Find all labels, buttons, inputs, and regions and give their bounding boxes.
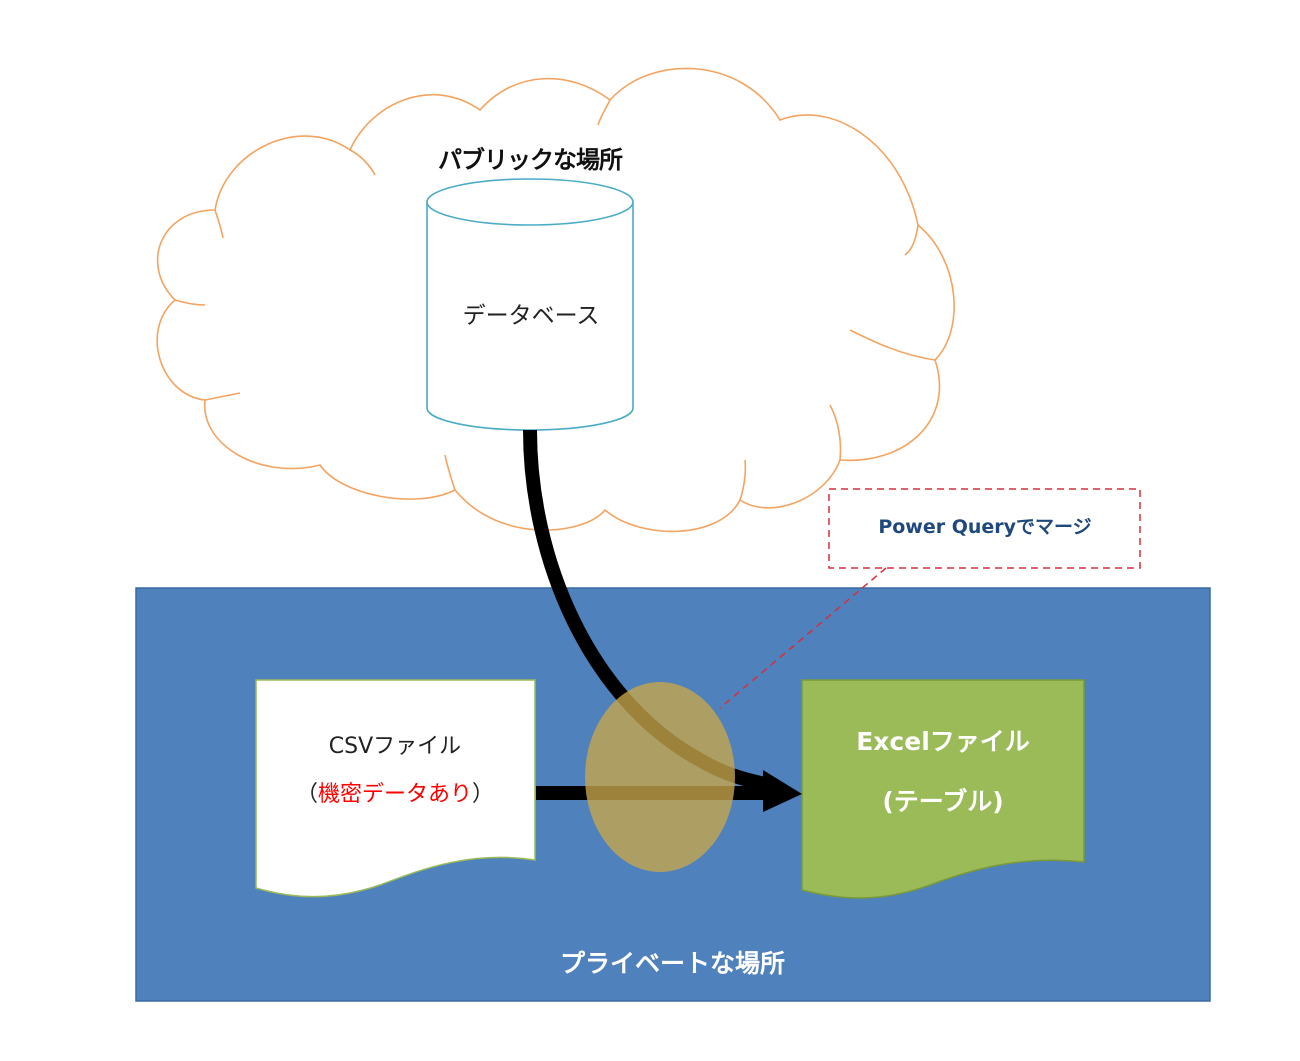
csv-confidential-note: （機密データあり） <box>256 776 534 808</box>
csv-file-shape <box>255 679 536 898</box>
database-cylinder <box>426 178 634 431</box>
database-label: データベース <box>462 303 600 329</box>
csv-file-label: CSVファイル <box>328 734 462 759</box>
merge-point-ellipse <box>585 682 735 872</box>
excel-table-label: (テーブル) <box>882 787 1004 816</box>
private-zone-title: プライベートな場所 <box>559 949 785 978</box>
callout-text: Power Queryでマージ <box>878 516 1092 538</box>
callout-leader-line <box>719 567 887 709</box>
excel-file-shape <box>801 679 1085 899</box>
excel-file-label: Excelファイル <box>856 727 1030 756</box>
callout-box <box>828 488 1141 569</box>
arrowhead-icon <box>763 770 802 812</box>
confidential-label: 機密データあり <box>317 782 472 807</box>
paren-open: （ <box>295 782 318 807</box>
public-cloud <box>156 67 955 533</box>
paren-close: ） <box>472 782 495 807</box>
public-zone-title: パブリックな場所 <box>438 146 623 174</box>
